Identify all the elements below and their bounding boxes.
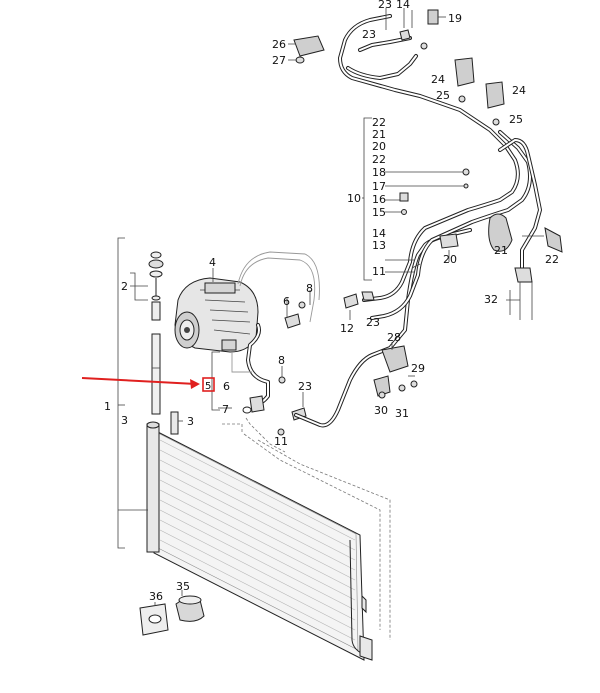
label-16: 16 (372, 193, 386, 206)
label-24-right: 24 (512, 84, 526, 97)
label-31: 31 (395, 407, 409, 420)
label-2: 2 (121, 280, 128, 293)
label-29: 29 (411, 362, 425, 375)
label-6-lower: 6 (223, 380, 230, 393)
label-20-stack: 20 (372, 140, 386, 153)
label-13: 13 (372, 239, 386, 252)
label-17: 17 (372, 180, 386, 193)
compressor (174, 277, 259, 353)
label-3-left: 3 (121, 414, 128, 427)
label-7: 7 (222, 403, 229, 416)
label-19: 19 (448, 12, 462, 25)
part-labels: 1 2 3 3 4 5 6 6 7 8 8 10 11 11 12 13 14 … (104, 0, 559, 603)
label-21: 21 (494, 244, 508, 257)
label-36: 36 (149, 590, 163, 603)
label-28: 28 (387, 331, 401, 344)
dryer-cartridge (148, 251, 164, 415)
label-22-top: 22 (372, 153, 386, 166)
label-8-upper: 8 (306, 282, 313, 295)
label-3-right: 3 (187, 415, 194, 428)
label-6-upper: 6 (283, 295, 290, 308)
label-23-low: 23 (298, 380, 312, 393)
highlight-box (202, 377, 215, 392)
label-14-stack: 14 (372, 227, 386, 240)
label-8-lower: 8 (278, 354, 285, 367)
label-25-right: 25 (509, 113, 523, 126)
label-21-stack: 21 (372, 128, 386, 141)
label-24-left: 24 (431, 73, 445, 86)
label-11-lower: 11 (274, 435, 288, 448)
label-15: 15 (372, 206, 386, 219)
label-10: 10 (347, 192, 361, 205)
label-4: 4 (209, 256, 216, 269)
label-18: 18 (372, 166, 386, 179)
label-20: 20 (443, 253, 457, 266)
label-32: 32 (484, 293, 498, 306)
condenser (146, 411, 373, 661)
label-5: 5 (205, 381, 211, 392)
label-30: 30 (374, 404, 388, 417)
label-12: 12 (340, 322, 354, 335)
label-14-top: 14 (396, 0, 410, 11)
label-25-left: 25 (436, 89, 450, 102)
label-22-right: 22 (545, 253, 559, 266)
label-26: 26 (272, 38, 286, 51)
label-23-mid: 23 (366, 316, 380, 329)
label-22-stack: 22 (372, 116, 386, 129)
label-11-upper: 11 (372, 265, 386, 278)
label-27: 27 (272, 54, 286, 67)
label-23-top: 23 (378, 0, 392, 11)
label-35: 35 (176, 580, 190, 593)
label-23-hose: 23 (362, 28, 376, 41)
label-1: 1 (104, 400, 111, 413)
highlight-arrow (81, 377, 200, 389)
